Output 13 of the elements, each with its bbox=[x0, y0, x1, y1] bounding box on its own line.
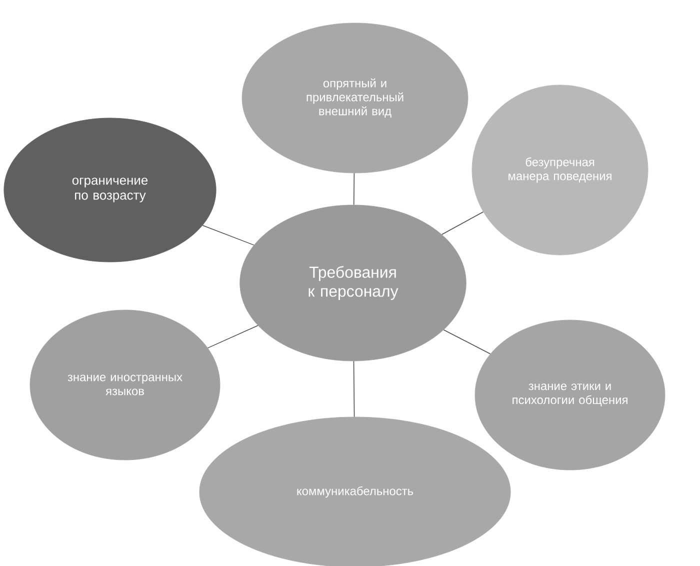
ellipse-node: коммуникабельность bbox=[199, 416, 511, 566]
connector-line bbox=[353, 360, 355, 418]
ellipse-node: опрятный и привлекательный внешний вид bbox=[242, 22, 468, 174]
connector-line bbox=[202, 225, 254, 246]
ellipse-node: знание этики и психологии общения bbox=[474, 320, 666, 470]
ellipse-node: Требования к персоналу bbox=[240, 204, 466, 362]
ellipse-node: ограничение по возрасту bbox=[4, 118, 216, 262]
connector-line bbox=[207, 325, 258, 348]
ellipse-node: безупречная манера поведения bbox=[472, 84, 648, 256]
connector-line bbox=[441, 212, 484, 235]
ellipse-node: знание иностранных языков bbox=[30, 310, 220, 460]
connector-line bbox=[353, 172, 355, 206]
connector-line bbox=[443, 329, 491, 354]
